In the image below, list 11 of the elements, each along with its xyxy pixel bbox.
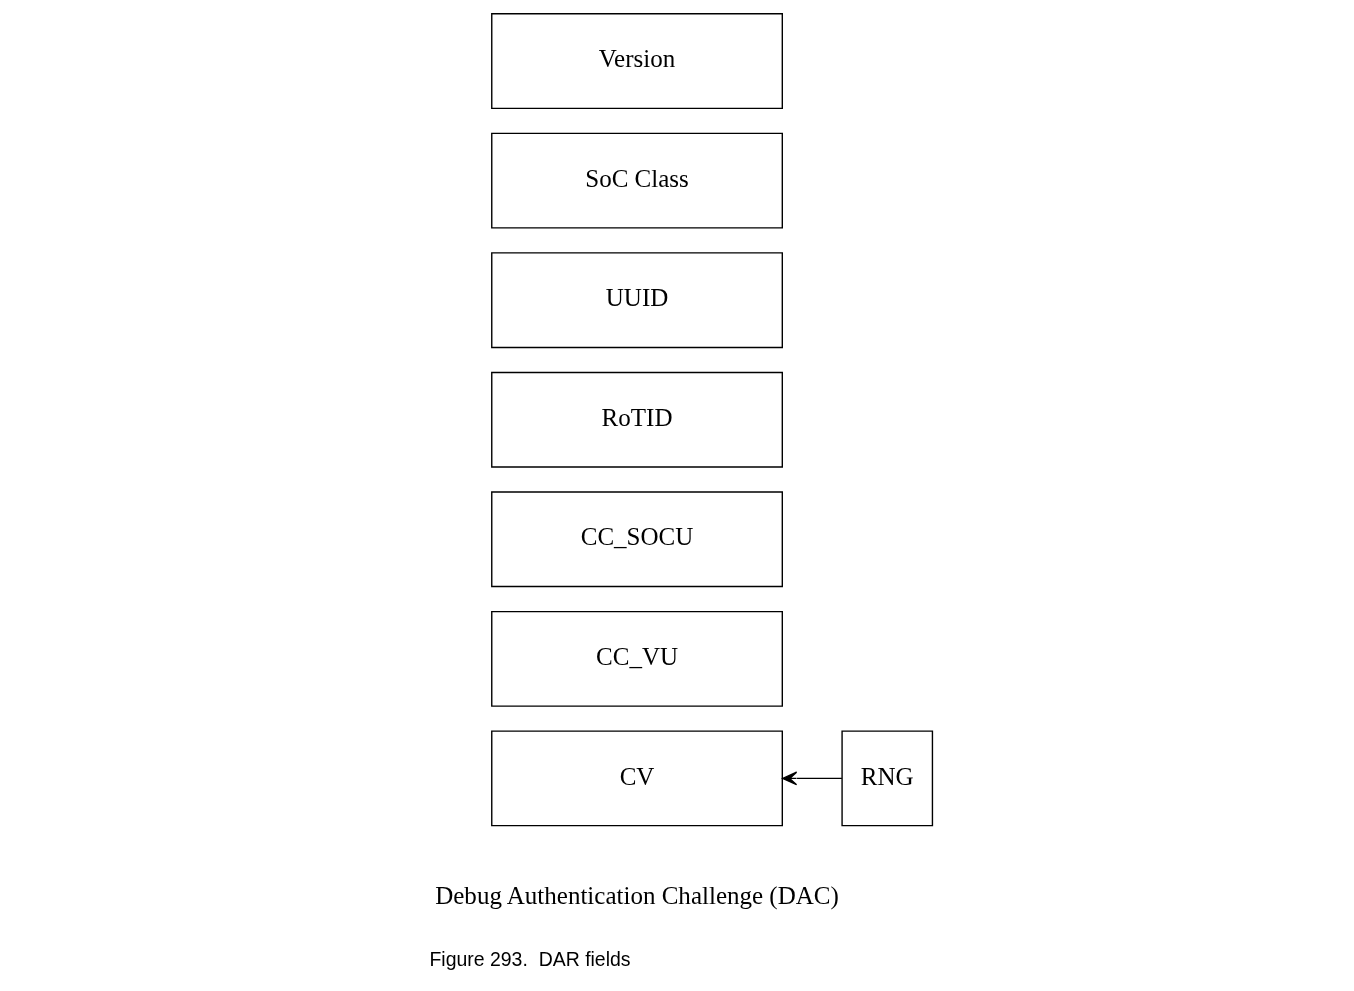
node-box: RNG — [841, 730, 934, 827]
arrow — [782, 771, 843, 786]
caption: Figure 293. DAR fields — [429, 948, 631, 971]
node-box: SoC Class — [491, 132, 783, 229]
node-box: CV — [491, 730, 783, 827]
node-box: UUID — [491, 252, 783, 349]
node-box: RoTID — [491, 371, 783, 468]
node-box: CC_VU — [491, 610, 783, 707]
node-box: Version — [491, 13, 783, 110]
node-box: CC_SOCU — [491, 491, 783, 588]
label: Debug Authentication Challenge (DAC) — [435, 882, 839, 910]
